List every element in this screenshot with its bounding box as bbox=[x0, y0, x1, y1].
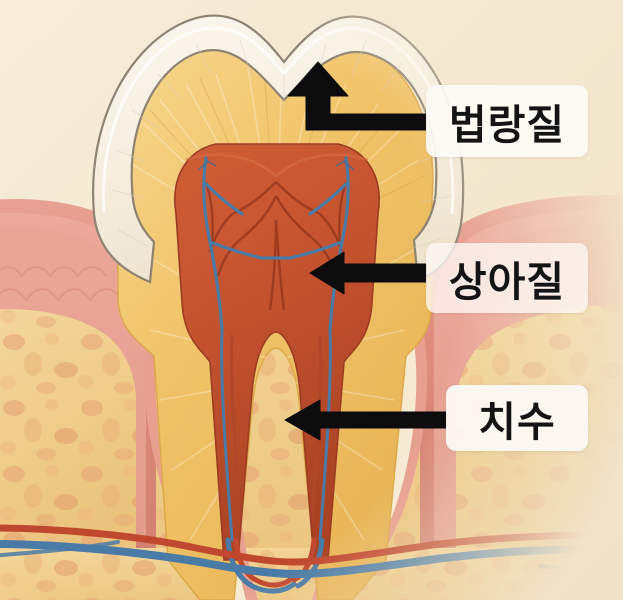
dentin-pointer bbox=[309, 251, 427, 295]
label-dentin-text: 상아질 bbox=[448, 259, 566, 305]
label-enamel-text: 법랑질 bbox=[448, 102, 566, 148]
label-pulp: 치수 bbox=[446, 385, 588, 451]
alveolar-vessels bbox=[0, 524, 623, 579]
gingiva-left bbox=[0, 199, 156, 560]
label-enamel: 법랑질 bbox=[426, 85, 588, 157]
pulp-pointer bbox=[284, 399, 447, 441]
pointer-arrows bbox=[284, 61, 447, 441]
label-pulp-text: 치수 bbox=[478, 399, 556, 445]
enamel-pointer bbox=[287, 61, 427, 131]
label-dentin: 상아질 bbox=[426, 243, 588, 313]
